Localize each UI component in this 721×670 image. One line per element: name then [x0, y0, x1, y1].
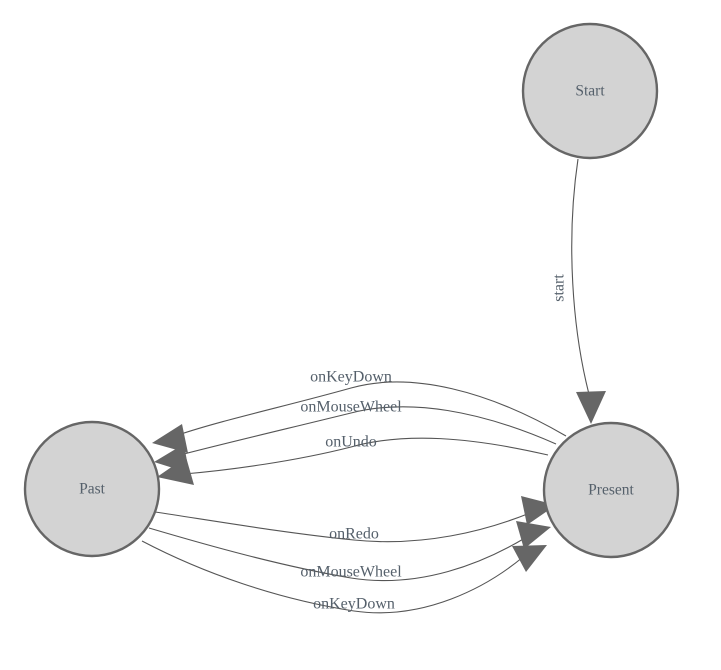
- edge-label-start: start: [551, 274, 568, 302]
- edge-past-to-present-onkeydown-path: [141, 540, 524, 614]
- node-present-circle: [542, 421, 680, 559]
- node-start-label: Start: [575, 83, 605, 100]
- edge-label-past-to-present-onmousewheel: onMouseWheel: [300, 564, 402, 581]
- edge-label-past-to-present-onkeydown: onKeyDown: [313, 596, 395, 613]
- arrowhead-present-to-past-onkeydown: [152, 424, 188, 453]
- node-past-label: Past: [79, 481, 106, 498]
- edge-past-to-present-onmousewheel[interactable]: onMouseWheel: [148, 521, 551, 582]
- edge-start-to-present[interactable]: start: [551, 158, 606, 424]
- node-past[interactable]: Past: [23, 420, 161, 558]
- edge-present-to-past-onundo-path: [183, 437, 549, 475]
- edge-start-to-present-path: [571, 158, 591, 399]
- edge-past-to-present-onmousewheel-path: [148, 527, 526, 582]
- node-past-circle: [23, 420, 161, 558]
- node-present-label: Present: [588, 482, 634, 499]
- node-present[interactable]: Present: [542, 421, 680, 559]
- node-start-circle: [521, 22, 659, 160]
- edge-present-to-past-onkeydown-path: [177, 381, 567, 437]
- edge-present-to-past-onundo[interactable]: onUndo: [157, 434, 549, 485]
- edge-past-to-present-onkeydown[interactable]: onKeyDown: [141, 540, 547, 614]
- arrowhead-start-to-present: [576, 391, 606, 424]
- edge-present-to-past-onmousewheel-path: [179, 406, 557, 456]
- edge-label-past-to-present-onredo: onRedo: [329, 526, 379, 543]
- edge-past-to-present-onredo[interactable]: onRedo: [154, 496, 556, 543]
- edge-label-present-to-past-onundo: onUndo: [325, 434, 377, 451]
- edge-past-to-present-onredo-path: [154, 511, 531, 543]
- arrowhead-past-to-present-onkeydown: [512, 545, 547, 572]
- edge-label-present-to-past-onkeydown: onKeyDown: [310, 369, 392, 386]
- arrowhead-past-to-present-onmousewheel: [516, 521, 551, 549]
- edge-present-to-past-onkeydown[interactable]: onKeyDown: [152, 369, 567, 453]
- arrowhead-present-to-past-onundo: [157, 457, 194, 485]
- node-start[interactable]: Start: [521, 22, 659, 160]
- edge-label-present-to-past-onmousewheel: onMouseWheel: [300, 399, 402, 416]
